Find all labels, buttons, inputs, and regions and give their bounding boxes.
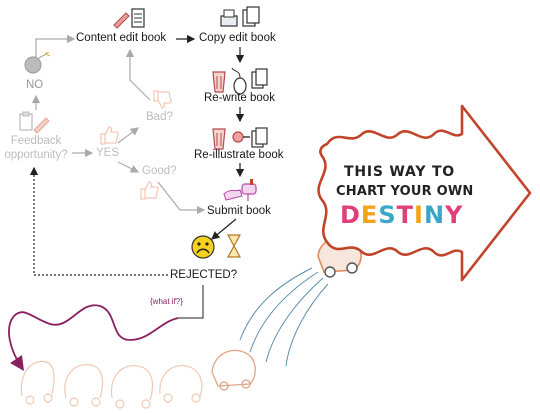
- copy-edit-label: Copy edit book: [199, 32, 276, 44]
- hand-mailbox-icon: [223, 179, 257, 201]
- destiny-letter: N: [423, 201, 446, 229]
- ghost-car-2: [64, 364, 104, 407]
- arrow-bad-to-content: [125, 48, 151, 101]
- mid-car-1: [211, 349, 256, 391]
- arrow-rejected-to-feedback: [29, 166, 168, 276]
- sad-face-hourglass-icon: [191, 234, 242, 259]
- arrow-submit-to-rejected: [211, 218, 237, 240]
- bad-label: Bad?: [146, 111, 173, 123]
- destiny-letter: T: [396, 201, 414, 229]
- rejected-label: REJECTED?: [170, 269, 238, 281]
- thumbs-up-small-icon: [140, 181, 159, 200]
- content-edit-label: Content edit book: [76, 32, 167, 44]
- ghost-car-4: [159, 364, 203, 403]
- no-label: NO: [26, 79, 44, 91]
- feedback-label-line1: Feedback: [10, 135, 62, 147]
- destiny-letter: I: [414, 201, 424, 229]
- good-label: Good?: [142, 165, 177, 177]
- destiny-letter: D: [340, 201, 361, 229]
- reillustrate-label: Re-illustrate book: [194, 149, 284, 161]
- what-if-label: {what if?}: [150, 297, 183, 306]
- yes-label: YES: [96, 147, 120, 159]
- copier-pages-icon: [220, 6, 260, 27]
- submit-label: Submit book: [207, 205, 271, 217]
- rewrite-label: Re-write book: [204, 92, 275, 104]
- arrow-yes-to-good: [117, 161, 140, 173]
- bin-paintbrush-pages-icon: [212, 127, 268, 150]
- arrow-good-to-submit: [157, 181, 206, 215]
- arrow-yes-to-bad: [117, 127, 139, 144]
- whatif-connector: [178, 285, 204, 319]
- destiny-letter: S: [378, 201, 397, 229]
- ghost-car-1: [20, 360, 55, 405]
- thumbs-up-icon: [100, 126, 119, 145]
- sign-line2: CHART YOUR OWN: [336, 184, 474, 199]
- ghost-cars: [20, 360, 203, 409]
- destiny-letter: Y: [445, 201, 464, 229]
- destiny-word: DESTINY: [340, 203, 463, 227]
- ghost-car-3: [110, 364, 154, 409]
- winding-path: [8, 304, 179, 371]
- destiny-sign-arrow: [317, 104, 532, 282]
- motion-streaks: [239, 267, 329, 367]
- pencil-document-icon: [113, 8, 145, 29]
- feedback-label-line2: opportunity?: [4, 149, 68, 161]
- thumbs-down-icon: [153, 90, 172, 109]
- bin-mouse-pages-icon: [212, 67, 268, 95]
- destiny-letter: E: [360, 201, 379, 229]
- mid-cars: [211, 349, 256, 391]
- clipboard-pencil-icon: [19, 111, 50, 134]
- sign-line1: THIS WAY TO: [344, 164, 456, 180]
- arrow-no-to-content: [35, 34, 76, 62]
- bomb-icon: [24, 52, 51, 74]
